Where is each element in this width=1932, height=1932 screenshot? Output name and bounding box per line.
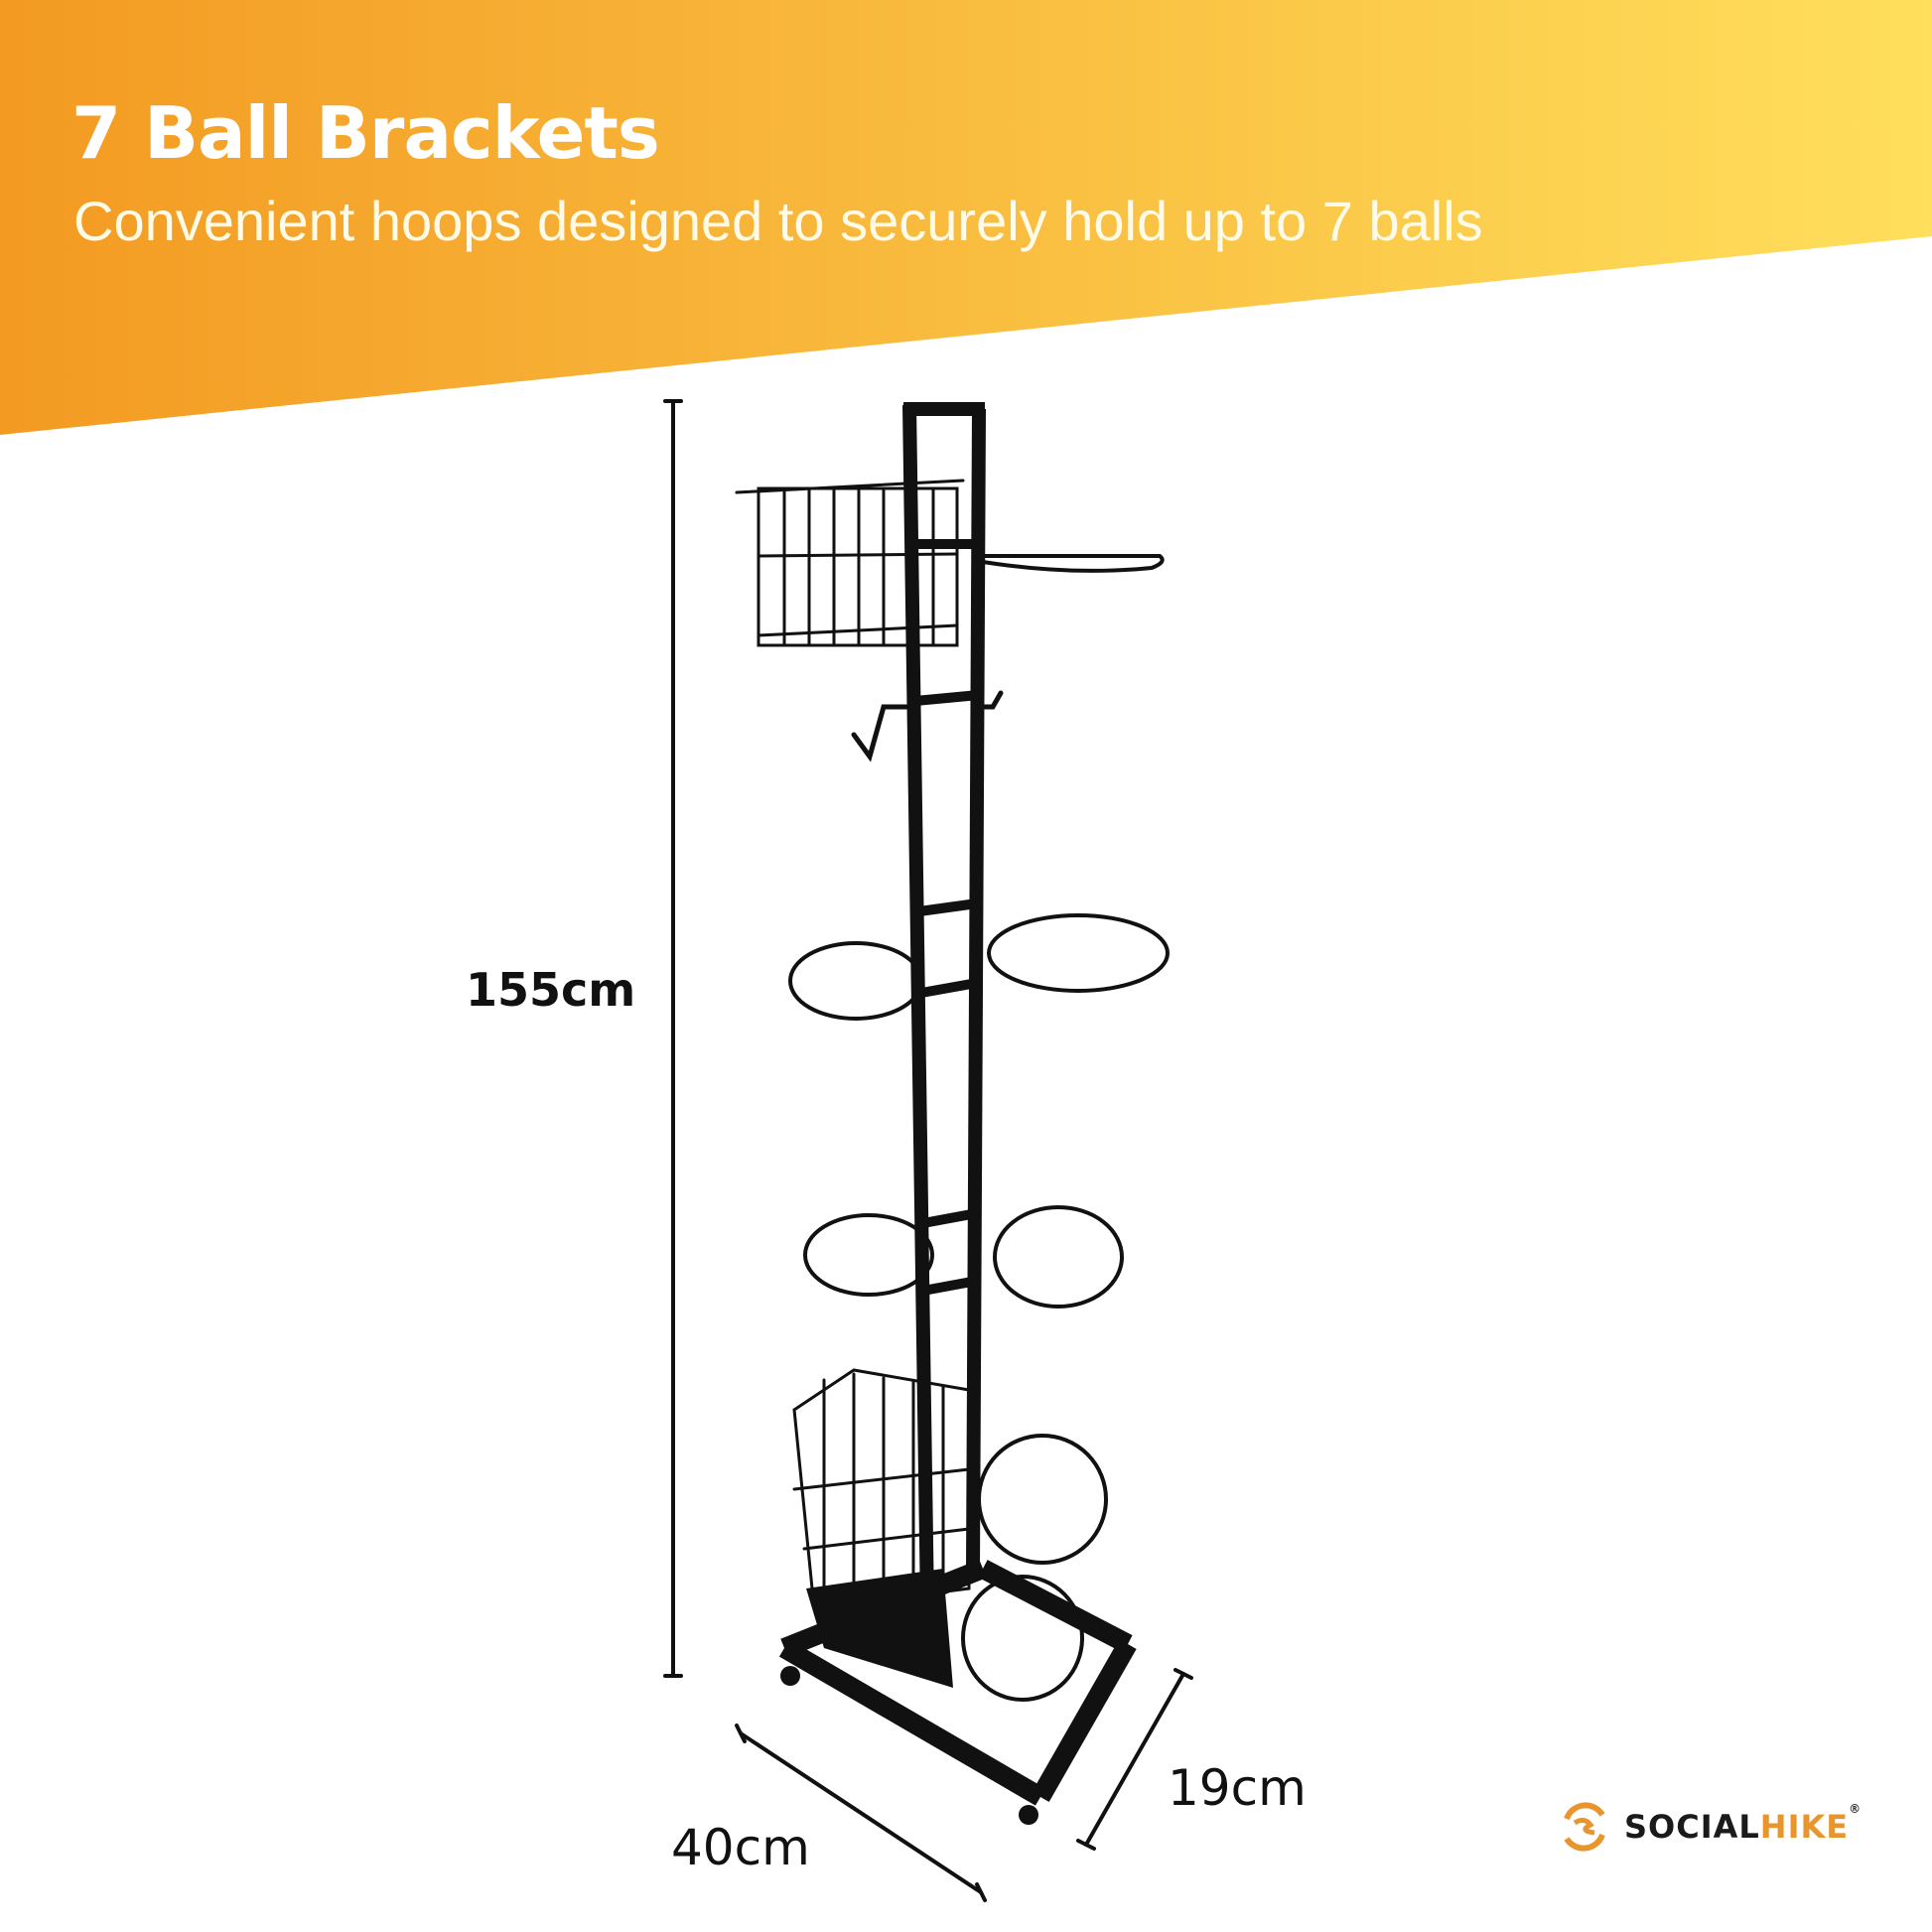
depth-dimension-line: [1076, 1668, 1193, 1851]
brand-logo: SOCIALHIKE®: [1557, 1799, 1862, 1855]
height-dimension-line: [663, 399, 683, 1678]
header-banner: [0, 0, 1932, 435]
top-basket: [735, 479, 965, 647]
height-label: 155cm: [466, 963, 636, 1017]
socialhike-logo-icon: [1564, 1802, 1605, 1852]
page-subtitle: Convenient hoops designed to securely ho…: [73, 190, 1483, 252]
page-title: 7 Ball Brackets: [71, 91, 660, 175]
rack-frame: [902, 402, 986, 1609]
width-label: 40cm: [671, 1819, 810, 1876]
bottom-basket: [792, 1368, 971, 1610]
brand-name-part2: HIKE: [1759, 1808, 1850, 1846]
width-dimension-line: [735, 1724, 987, 1902]
registered-mark: ®: [1849, 1802, 1863, 1816]
depth-label: 19cm: [1168, 1759, 1307, 1817]
brand-name-part1: SOCIAL: [1624, 1808, 1760, 1846]
ball-hoops: [788, 913, 1170, 1702]
